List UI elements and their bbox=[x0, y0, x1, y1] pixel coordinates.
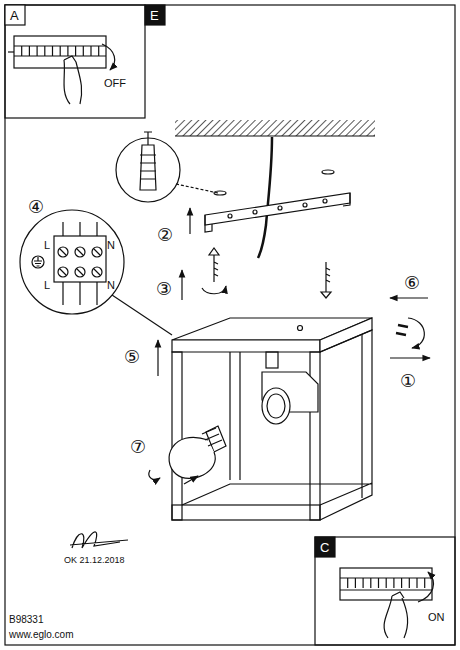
website: www.eglo.com bbox=[9, 630, 73, 640]
approval-note: OK 21.12.2018 bbox=[64, 556, 125, 565]
switch-state: ON bbox=[428, 612, 445, 623]
direction-arrow bbox=[149, 208, 430, 484]
terminal-name: L bbox=[44, 280, 50, 291]
page-frame bbox=[5, 5, 455, 645]
panel-letter: A bbox=[10, 9, 19, 22]
lamp-body bbox=[169, 318, 372, 520]
mounting-bracket bbox=[205, 193, 350, 232]
article-number: B98331 bbox=[9, 615, 43, 625]
panel-off bbox=[5, 5, 165, 118]
terminal-name: N bbox=[107, 240, 115, 251]
callout-number: ⑥ bbox=[404, 274, 420, 292]
wall-plug-detail bbox=[116, 132, 218, 202]
signature bbox=[70, 532, 128, 548]
callout-number: ③ bbox=[156, 280, 172, 298]
terminal-name: N bbox=[107, 280, 115, 291]
callout-number: ② bbox=[157, 226, 173, 244]
callout-number: ④ bbox=[28, 198, 44, 216]
ceiling bbox=[175, 120, 375, 136]
panel-on bbox=[315, 537, 455, 645]
terminal-name: L bbox=[44, 240, 50, 251]
switch-state: OFF bbox=[104, 78, 126, 89]
callout-number: ① bbox=[400, 372, 416, 390]
panel-letter: E bbox=[150, 9, 159, 22]
callout-number: ⑦ bbox=[130, 438, 146, 456]
terminal-block-detail bbox=[20, 210, 172, 335]
callout-number: ⑤ bbox=[124, 348, 140, 366]
screw bbox=[202, 248, 331, 298]
panel-letter: C bbox=[320, 541, 329, 554]
mains-cable bbox=[258, 137, 272, 258]
